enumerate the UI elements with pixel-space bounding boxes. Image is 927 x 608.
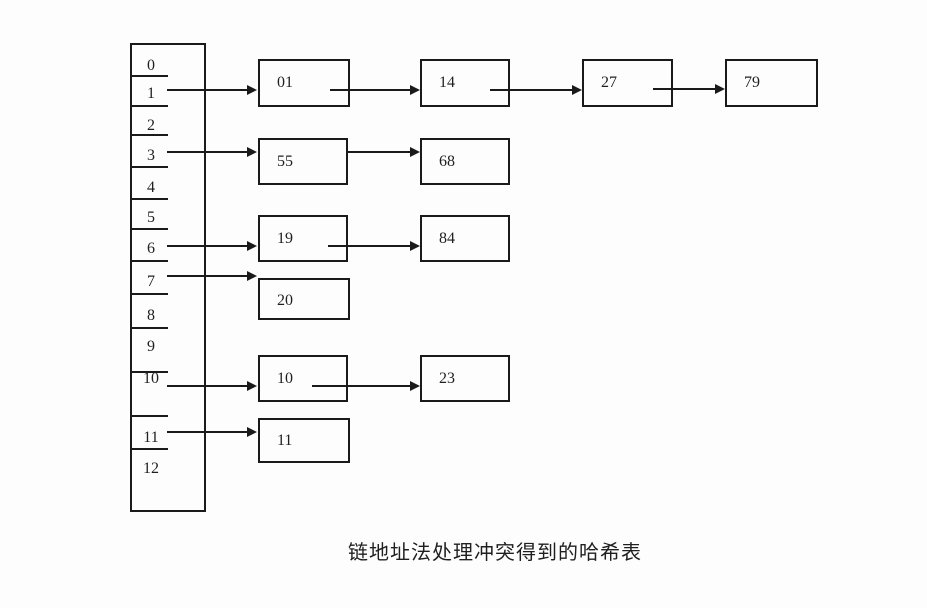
link-arrow-head <box>715 84 725 94</box>
figure-caption: 链地址法处理冲突得到的哈希表 <box>348 542 642 564</box>
node-box: 55 <box>258 138 348 185</box>
slot-label-9: 9 <box>147 338 155 355</box>
link-arrow-line <box>653 88 715 90</box>
cell-divider <box>131 293 168 295</box>
node-value: 11 <box>277 432 293 449</box>
node-box: 23 <box>420 355 510 402</box>
cell-divider <box>131 415 168 417</box>
cell-divider <box>131 134 168 136</box>
slot-7-arrow-head <box>247 271 257 281</box>
bucket-array-outline <box>130 43 206 512</box>
cell-divider <box>131 166 168 168</box>
link-arrow-head <box>410 147 420 157</box>
node-value: 79 <box>744 74 760 91</box>
link-arrow-head <box>410 241 420 251</box>
node-box: 01 <box>258 59 350 107</box>
slot-3-arrow-head <box>247 147 257 157</box>
cell-divider <box>131 75 168 77</box>
link-arrow-line <box>312 385 410 387</box>
link-arrow-head <box>410 381 420 391</box>
cell-divider <box>131 448 168 450</box>
node-value: 10 <box>277 370 293 387</box>
node-value: 68 <box>439 153 455 170</box>
slot-label-10: 10 <box>143 370 159 387</box>
node-value: 27 <box>601 74 617 91</box>
node-box: 84 <box>420 215 510 262</box>
node-value: 19 <box>277 230 293 247</box>
node-value: 84 <box>439 230 455 247</box>
node-value: 14 <box>439 74 455 91</box>
cell-divider <box>131 105 168 107</box>
link-arrow-line <box>330 89 410 91</box>
slot-10-arrow-line <box>167 385 247 387</box>
node-value: 23 <box>439 370 455 387</box>
node-box: 14 <box>420 59 510 107</box>
slot-label-11: 11 <box>143 429 159 446</box>
node-box: 10 <box>258 355 348 402</box>
slot-label-6: 6 <box>147 240 155 257</box>
slot-label-1: 1 <box>147 85 155 102</box>
node-value: 20 <box>277 292 293 309</box>
slot-label-7: 7 <box>147 273 155 290</box>
node-box: 20 <box>258 278 350 320</box>
link-arrow-line <box>490 89 572 91</box>
link-arrow-head <box>572 85 582 95</box>
slot-11-arrow-line <box>167 431 247 433</box>
slot-11-arrow-head <box>247 427 257 437</box>
slot-label-5: 5 <box>147 209 155 226</box>
slot-10-arrow-head <box>247 381 257 391</box>
node-box: 68 <box>420 138 510 185</box>
node-value: 55 <box>277 153 293 170</box>
slot-label-8: 8 <box>147 307 155 324</box>
cell-divider <box>131 260 168 262</box>
slot-label-4: 4 <box>147 179 155 196</box>
cell-divider <box>131 198 168 200</box>
node-box: 27 <box>582 59 673 107</box>
node-box: 19 <box>258 215 348 262</box>
slot-label-0: 0 <box>147 57 155 74</box>
cell-divider <box>131 371 168 373</box>
node-value: 01 <box>277 74 293 91</box>
slot-label-3: 3 <box>147 147 155 164</box>
cell-divider <box>131 228 168 230</box>
slot-6-arrow-head <box>247 241 257 251</box>
slot-3-arrow-line <box>167 151 247 153</box>
node-box: 79 <box>725 59 818 107</box>
node-box: 11 <box>258 418 350 463</box>
slot-1-arrow-head <box>247 85 257 95</box>
slot-label-12: 12 <box>143 460 159 477</box>
slot-7-arrow-line <box>167 275 247 277</box>
slot-6-arrow-line <box>167 245 247 247</box>
slot-label-2: 2 <box>147 117 155 134</box>
link-arrow-line <box>328 245 410 247</box>
cell-divider <box>131 327 168 329</box>
slot-1-arrow-line <box>167 89 247 91</box>
link-arrow-line <box>348 151 410 153</box>
link-arrow-head <box>410 85 420 95</box>
